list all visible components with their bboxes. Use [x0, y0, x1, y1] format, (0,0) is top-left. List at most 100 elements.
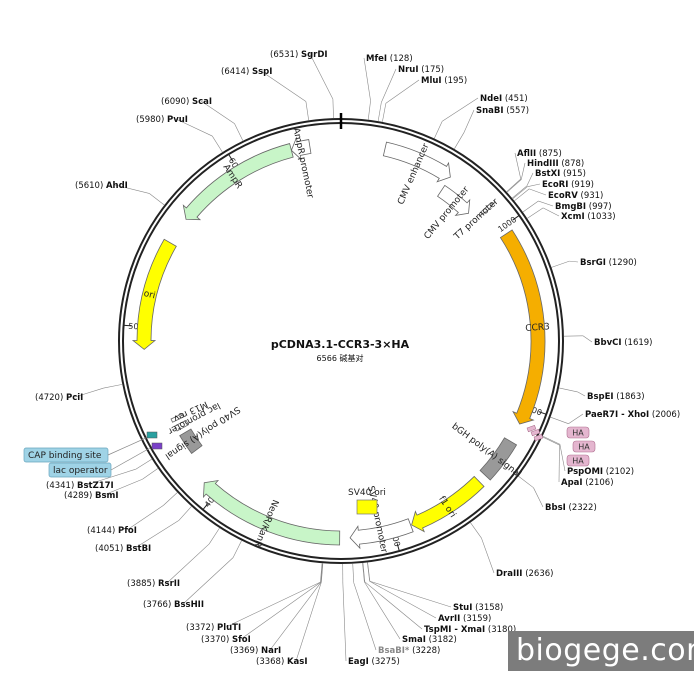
- site-name: AvrII: [438, 614, 460, 624]
- scale-tick: [228, 153, 234, 162]
- site-name: BsmI: [95, 491, 119, 501]
- restriction-site: NruI (175): [398, 65, 444, 75]
- site-leader: [382, 103, 387, 122]
- site-leader: [305, 101, 309, 121]
- site-leader: [332, 99, 334, 119]
- site-name: EagI: [348, 657, 369, 667]
- feature-label: ori: [143, 289, 157, 301]
- site-leader: [369, 580, 452, 608]
- site-leader: [74, 387, 104, 398]
- lac-operator-mark: [151, 442, 163, 450]
- site-position: (915): [563, 169, 586, 179]
- site-leader: [558, 387, 578, 393]
- site-name: BstZ17I: [77, 481, 114, 491]
- feature-ccr3: [499, 229, 546, 425]
- site-position: (919): [571, 180, 594, 190]
- site-leader: [114, 184, 150, 194]
- site-position: (195): [444, 76, 467, 86]
- site-name: AflII: [517, 149, 536, 159]
- site-leader: [103, 478, 143, 496]
- sv40-ori-label: SV40 ori: [348, 488, 386, 498]
- site-leader: [182, 557, 234, 605]
- restriction-site: NdeI (451): [480, 94, 528, 104]
- site-name: PciI: [66, 393, 83, 403]
- site-leader: [533, 487, 544, 508]
- site-leader: [200, 100, 235, 124]
- site-name: BstBI: [126, 544, 151, 554]
- site-position: (3159): [463, 614, 491, 624]
- site-name: EcoRI: [542, 180, 568, 190]
- site-leader: [234, 123, 244, 141]
- site-leader: [542, 436, 560, 446]
- site-position: (3228): [412, 646, 440, 656]
- restriction-site: EcoRV (931): [548, 191, 603, 201]
- site-leader: [320, 563, 323, 583]
- restriction-site: EagI (3275): [348, 657, 400, 667]
- site-leader: [309, 53, 334, 100]
- ha-tag: [566, 454, 590, 467]
- site-name: SnaBI: [476, 106, 504, 116]
- site-name: MluI: [421, 76, 442, 86]
- site-name: TspMI - XmaI: [424, 625, 485, 635]
- site-name: XcmI: [561, 212, 585, 222]
- site-name: PvuI: [167, 115, 188, 125]
- ha-tag: [566, 426, 590, 439]
- site-position: (3370): [201, 635, 229, 645]
- restriction-site: BstXI (915): [535, 169, 586, 179]
- restriction-site: (3370) SfoI: [201, 635, 251, 645]
- cap-leader: [107, 436, 149, 456]
- site-position: (2106): [585, 478, 613, 488]
- site-position: (997): [589, 202, 612, 212]
- site-leader: [577, 391, 586, 397]
- site-leader: [527, 183, 541, 187]
- restriction-site: HindIII (878): [527, 159, 584, 169]
- site-position: (2102): [606, 467, 634, 477]
- site-position: (6090): [161, 97, 189, 107]
- site-leader: [481, 537, 495, 574]
- site-name: NdeI: [480, 94, 502, 104]
- site-leader: [542, 207, 560, 217]
- site-position: (3158): [475, 603, 503, 613]
- scale-tick: [538, 411, 547, 415]
- restriction-site: PaeR7I - XhoI (2006): [585, 410, 680, 420]
- site-leader: [538, 200, 554, 207]
- restriction-site: BmgBI (997): [555, 202, 612, 212]
- restriction-site: (6090) ScaI: [161, 97, 212, 107]
- restriction-site: SnaBI (557): [476, 106, 529, 116]
- site-name: PfoI: [118, 526, 137, 536]
- site-leader: [163, 492, 178, 506]
- site-position: (451): [505, 94, 528, 104]
- site-position: (3372): [186, 623, 214, 633]
- site-name: DraIII: [496, 569, 522, 579]
- plasmid-name: pCDNA3.1-CCR3-3×HA: [271, 338, 410, 351]
- feature-sv40-promoter: [349, 518, 414, 550]
- site-leader: [178, 506, 192, 521]
- site-position: (557): [506, 106, 529, 116]
- ha-tag-mark: [530, 428, 541, 437]
- site-name: BsaBI*: [378, 646, 410, 656]
- boxed-label: lac operator: [53, 466, 108, 476]
- feature-ori: [131, 238, 177, 350]
- site-leader: [442, 97, 479, 122]
- site-leader: [377, 102, 382, 122]
- site-leader: [551, 260, 570, 268]
- site-leader: [470, 522, 482, 539]
- restriction-site: (3368) KasI: [256, 657, 308, 667]
- site-name: SfoI: [232, 635, 251, 645]
- site-leader: [582, 335, 593, 343]
- scale-tick: [512, 215, 520, 221]
- site-name: StuI: [453, 603, 472, 613]
- feature-label: AmpR promoter: [290, 127, 315, 199]
- site-name: RsrII: [158, 579, 180, 589]
- feature-f1-ori: [411, 475, 485, 533]
- restriction-site: BsrGI (1290): [580, 258, 637, 268]
- site-leader: [166, 543, 210, 584]
- restriction-site: PspOMI (2102): [567, 467, 634, 477]
- site-leader: [208, 527, 220, 545]
- site-leader: [369, 581, 437, 619]
- site-leader: [362, 562, 366, 582]
- site-leader: [232, 540, 242, 558]
- site-leader: [85, 468, 136, 486]
- restriction-site: BbvCI (1619): [594, 338, 652, 348]
